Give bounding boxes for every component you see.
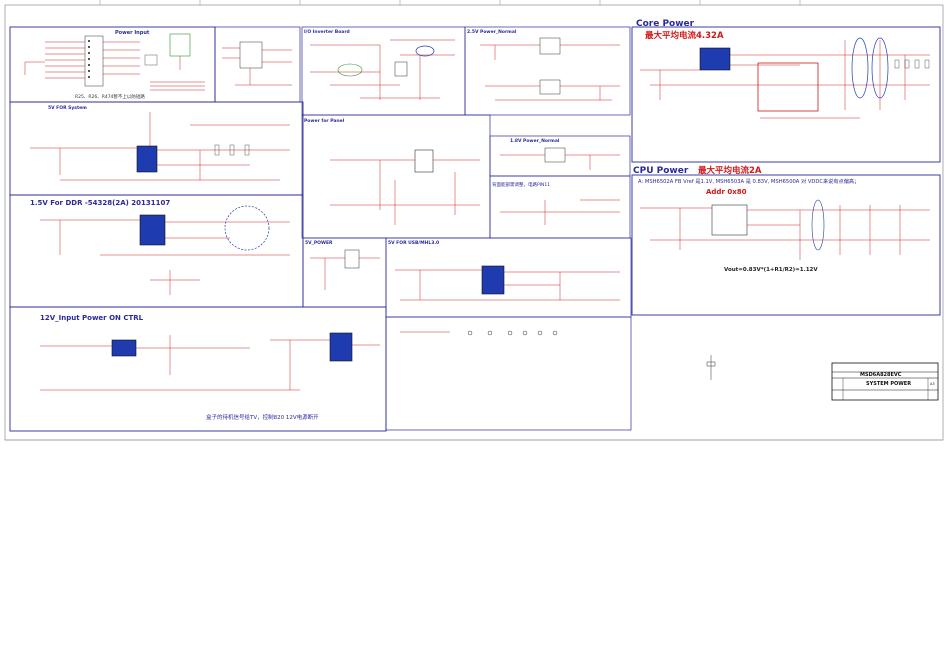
core-regulator-ic [699,47,731,71]
v5-power-title: 5V_POWER [305,240,333,246]
io-inverter-block: I/O Inverter Board [301,26,466,116]
v5-power-block: 5V_POWER [302,237,387,308]
core-power-block: Core Power 最大平均电流4.32A [631,19,941,163]
v25-power-block: 2.5V Power_Normal [464,26,631,116]
v5-system-regulator-ic [136,145,158,173]
usb-regulator-ic [481,265,505,295]
core-power-subtitle: 最大平均电流4.32A [645,30,724,41]
title-block-size: A3 [930,382,935,386]
v25-power-title: 2.5V Power_Normal [467,29,517,35]
core-power-title: Core Power [636,19,695,29]
testpoint-block [385,316,632,431]
cpu-power-title: CPU Power [633,166,689,176]
decoupling-cap-group [706,355,716,380]
power-input-note: R25、R26、R474暂不上以防短路 [75,93,145,100]
ddr-15v-block: 1.5V For DDR -54328(2A) 20131107 [9,194,304,308]
v5-system-block: 5V FOR System [9,101,304,196]
power-input-title: Power Input [115,30,150,36]
cpu-regulator-ic [711,204,748,236]
power-panel-title: Power for Panel [304,118,345,124]
core-highlight-box [757,62,819,112]
power-input-block: Power Input R25、R26、R474暂不上以防短路 [9,26,216,103]
ctrl-12v-footer: 盒子的待机信号给TV，控制820 12V电源断开 [206,413,319,421]
v5-system-title: 5V FOR System [48,105,87,111]
cpu-power-subtitle: 最大平均电流2A [698,165,762,176]
panel-note-text: 背面能部需调整，电路PIN11 [492,181,550,188]
ctrl-12v-title: 12V_Input Power ON CTRL [40,314,144,322]
ddr-15v-title: 1.5V For DDR -54328(2A) 20131107 [30,199,170,207]
power-panel-block: Power for Panel [301,114,491,239]
v5-usb-title: 5V FOR USB/MHL3.0 [388,240,439,246]
title-block-board: MSD6A828EVC [860,372,902,378]
ctrl-12v-block: 12V_Input Power ON CTRL 盒子的待机信号给TV，控制820… [9,306,387,432]
ddr-regulator-ic [139,214,166,246]
io-inverter-title: I/O Inverter Board [304,29,350,35]
cpu-power-note: A: MSH6502A FB Vref 是1.1V, MSH6503A 是 0.… [638,177,859,185]
v5-usb-block: 5V FOR USB/MHL3.0 [385,237,632,318]
cpu-power-addr: Addr 0x80 [706,188,747,196]
title-block-sheet-title: SYSTEM POWER [866,381,911,387]
v18-power-block: 1.8V Power_Normal [489,135,631,177]
panel-note-block: 背面能部需调整，电路PIN11 [489,175,631,239]
v18-power-title: 1.8V Power_Normal [510,138,560,144]
title-block: MSD6A828EVC SYSTEM POWER A3 [831,362,939,401]
cpu-power-formula: Vout=0.83V*(1+R1/R2)=1.12V [724,267,818,273]
aux-regulator-block [214,26,301,103]
cpu-power-block: CPU Power 最大平均电流2A A: MSH6502A FB Vref 是… [631,165,941,316]
